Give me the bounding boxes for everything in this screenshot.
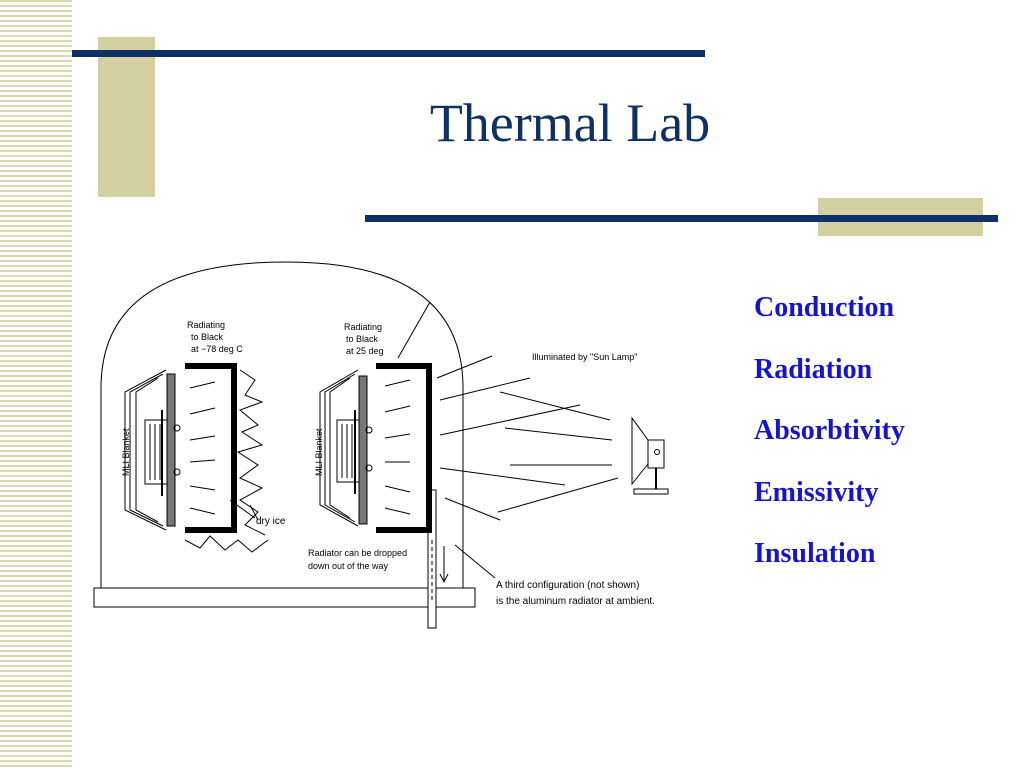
mli-label-right: MLI Blanket — [314, 428, 324, 476]
term-radiation: Radiation — [754, 353, 873, 385]
term-conduction: Conduction — [754, 292, 895, 323]
terms-list: Conduction Radiation Absorbtivity Emissi… — [754, 288, 905, 596]
sun-lamp-icon — [631, 416, 669, 495]
right-assembly — [319, 363, 432, 533]
right-radiator-label-2: to Black — [346, 334, 379, 344]
base-plate — [93, 587, 476, 608]
bell-jar — [100, 261, 464, 588]
right-radiator-label-1: Radiating — [344, 322, 382, 332]
third-config-note-2: is the aluminum radiator at ambient. — [496, 596, 655, 607]
left-radiator-label-3: at −78 deg C — [191, 344, 243, 354]
lamp-rays — [436, 355, 619, 521]
term-insulation: Insulation — [754, 538, 876, 569]
left-radiator-label-1: Radiating — [187, 320, 225, 330]
title-rule-bottom — [365, 215, 998, 222]
title-rule-top — [72, 50, 705, 57]
term-absorbtivity: Absorbtivity — [754, 415, 905, 446]
sun-lamp-label: Illuminated by "Sun Lamp" — [532, 352, 637, 362]
mli-label-left: MLI Blanket — [121, 428, 131, 476]
right-radiator-label-3: at 25 deg — [346, 346, 384, 356]
striped-margin — [0, 0, 72, 768]
left-assembly — [124, 363, 269, 553]
left-radiator-label-2: to Black — [191, 332, 224, 342]
drop-note-1: Radiator can be dropped — [308, 548, 407, 558]
drop-note-2: down out of the way — [308, 561, 389, 571]
term-emissivity: Emissivity — [754, 476, 879, 508]
tan-accent-block-top — [98, 37, 155, 197]
third-config-note-1: A third configuration (not shown) — [496, 580, 639, 591]
slide-title: Thermal Lab — [429, 93, 711, 153]
dry-ice-label: dry ice — [256, 516, 286, 527]
